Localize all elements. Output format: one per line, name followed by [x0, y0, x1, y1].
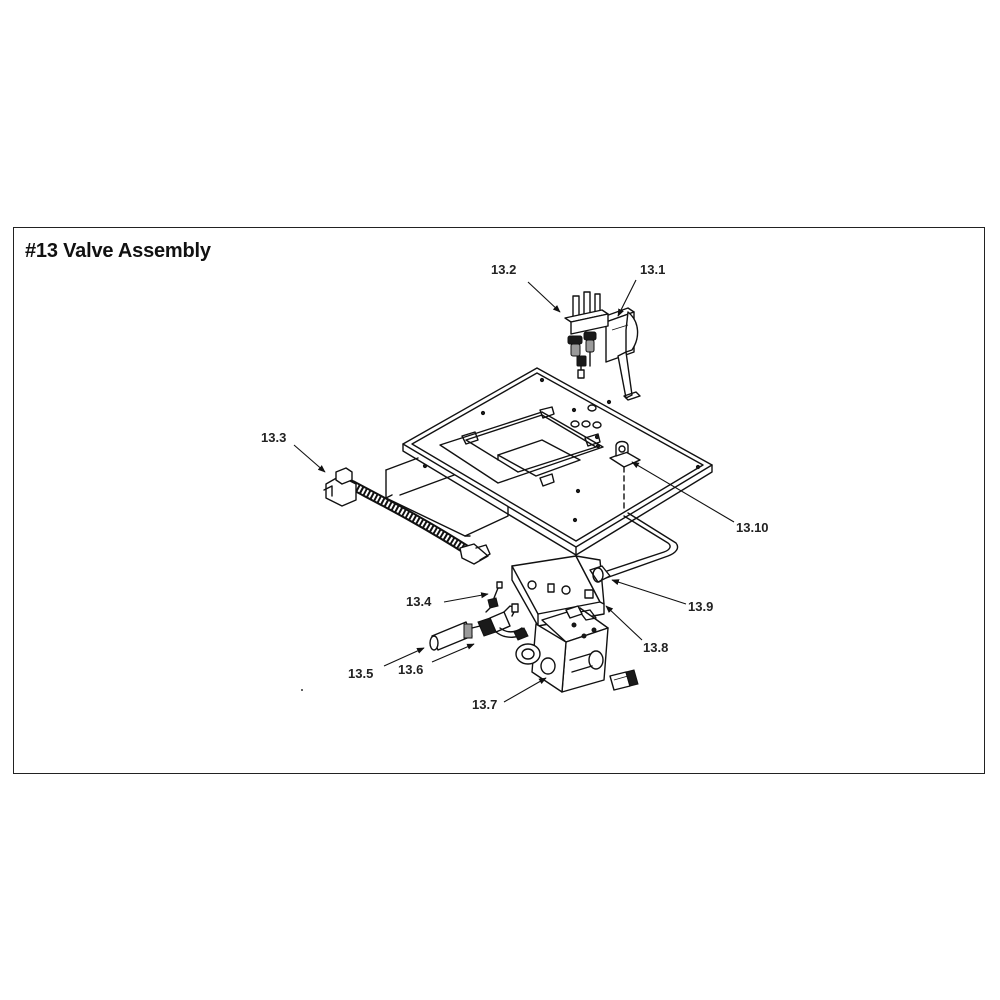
flex-gas-line-part	[323, 467, 491, 565]
diagram-title: #13 Valve Assembly	[25, 240, 211, 262]
diagram-frame	[13, 227, 985, 774]
callout-13-4: 13.4	[406, 594, 432, 609]
callout-13-6: 13.6	[398, 662, 423, 677]
pilot-tube-part	[589, 512, 679, 583]
callout-13-10: 13.10	[736, 520, 769, 535]
callout-13-5: 13.5	[348, 666, 373, 681]
valve-outlet-fitting	[609, 669, 639, 691]
gas-valve-part	[515, 605, 609, 693]
stray-dot	[301, 689, 303, 691]
callout-13-8: 13.8	[643, 640, 668, 655]
leader-lines	[293, 279, 735, 703]
valve-bracket-part	[511, 555, 605, 627]
callout-13-1: 13.1	[640, 262, 665, 277]
callout-13-9: 13.9	[688, 599, 713, 614]
igniter-part	[429, 621, 481, 651]
callout-13-3: 13.3	[261, 430, 286, 445]
interrupter-switch-part	[477, 603, 529, 641]
pilot-bracket-part	[599, 307, 641, 401]
thermocouple-adapter-part	[485, 581, 503, 613]
callout-13-7: 13.7	[472, 697, 497, 712]
valve-tray-plate	[402, 367, 713, 556]
pilot-assembly-part	[564, 291, 609, 379]
callout-13-2: 13.2	[491, 262, 516, 277]
